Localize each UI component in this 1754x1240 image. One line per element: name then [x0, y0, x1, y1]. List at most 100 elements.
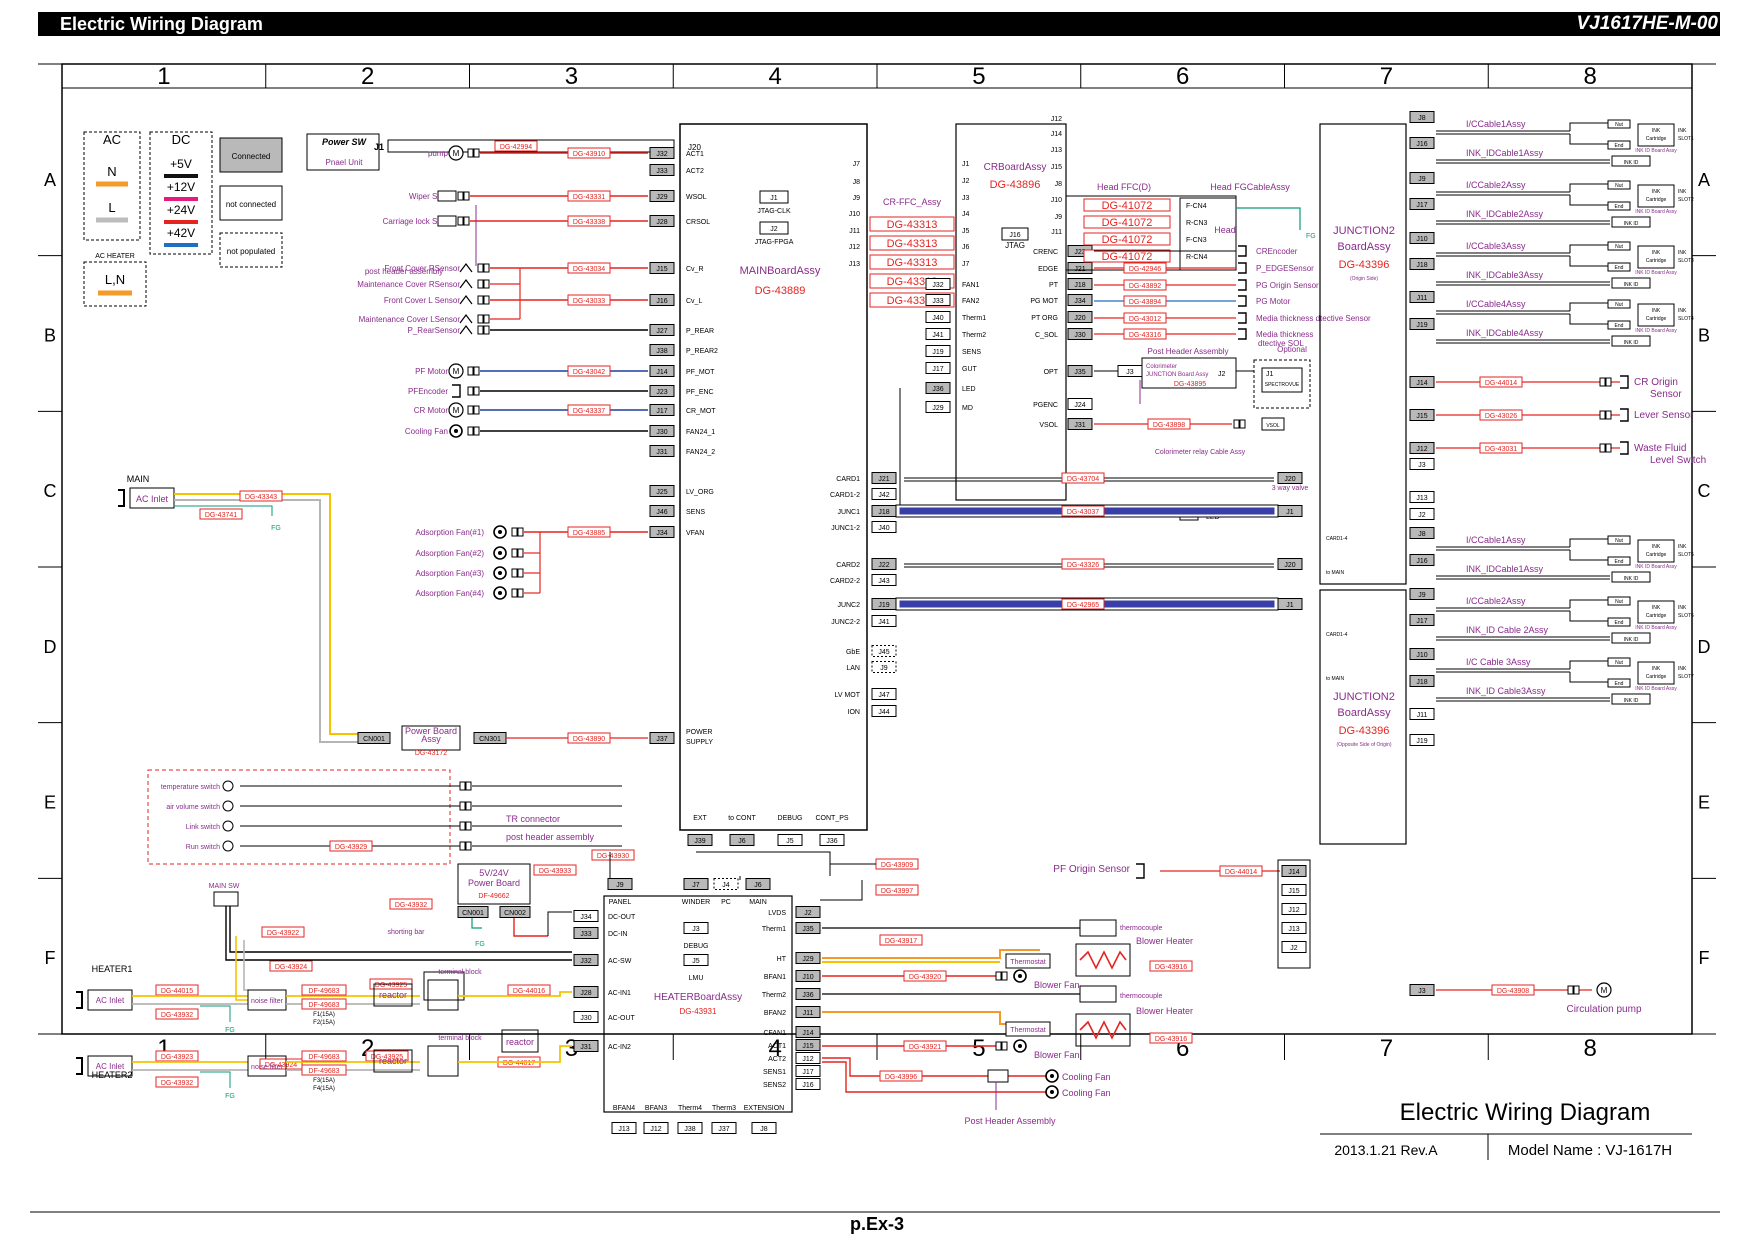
junction-target-connector-label: J1: [1286, 509, 1294, 516]
main-bottom-right-connector: [871, 521, 897, 533]
ink-id-box: [1611, 693, 1651, 705]
power-switch-box: [306, 133, 380, 171]
main-bottom-signal: EXT: [693, 815, 707, 822]
main-right-connector-label: J11: [849, 228, 860, 235]
ink-id-box-label: INK ID: [1624, 160, 1639, 166]
sensor-icon: [459, 263, 473, 273]
cr-ffc-cable-label: DG-43313: [887, 276, 938, 288]
winder-wire: [696, 851, 831, 876]
power-board2-name: 5V/24V: [479, 868, 509, 878]
device-plug: [517, 588, 524, 598]
switch-plug: [465, 821, 472, 831]
heater-top-connector-label: J9: [616, 882, 624, 889]
device-cable-tag: [567, 190, 611, 202]
cr-device-icon: [1238, 312, 1247, 324]
fan-hub: [498, 551, 502, 555]
device-cable-tag-label: DG-43885: [573, 530, 605, 537]
encoder-icon: [452, 384, 461, 398]
heater-right-connector: [795, 952, 821, 964]
switch-plug: [459, 821, 466, 831]
junction-target-connector: [1277, 505, 1303, 517]
heater-cable-tag: [155, 1050, 199, 1062]
junction-top-connector: [1409, 198, 1435, 210]
main-connector-label: J16: [656, 298, 667, 305]
main-connector: [649, 262, 675, 274]
heater-cable-tag-label: DG-43930: [597, 853, 629, 860]
cr-ffc-cable: [869, 235, 955, 251]
heater-right-connector: [795, 988, 821, 1000]
cr-right-connector-label: J18: [1074, 282, 1085, 289]
main-signal-label: FAN24_1: [686, 429, 715, 436]
main-bottom-right-connector-label: J47: [878, 692, 889, 699]
blower-fan-label: Blower Fan: [1034, 980, 1080, 990]
device-cable-tag-label: DG-43331: [573, 194, 605, 201]
head-ffc-cable: [1083, 215, 1171, 229]
main-bottom-right-signal: CARD1-2: [830, 492, 860, 499]
lvds-connector: [795, 906, 821, 918]
spectro-box: [1261, 367, 1303, 393]
switch-icon: [222, 840, 234, 852]
junction-top-card: CARD1-4: [1326, 536, 1348, 542]
main-bottom-right-signal: LAN: [846, 665, 860, 672]
junction-top-connector-label: J15: [1416, 413, 1427, 420]
ht-wire: [822, 949, 1040, 959]
device-plug: [477, 263, 484, 273]
cooling-fan-label: Cooling Fan: [1062, 1072, 1111, 1082]
device-label: PFEncoder: [408, 387, 448, 396]
cr-right-signal: VSOL: [1039, 422, 1058, 429]
main-connector: [649, 147, 675, 159]
cr-device-cable-tag-label: DG-43316: [1129, 332, 1161, 339]
row-label-right: B: [1698, 326, 1710, 346]
junction-top-connector: [1409, 258, 1435, 270]
heater-right-signal: ACT1: [768, 1043, 786, 1050]
switch-plug: [465, 781, 472, 791]
ink-id-label: INK_IDCable2Assy: [1466, 209, 1544, 219]
heater-label: HEATER2: [92, 1070, 133, 1080]
heater-bottom-connector-label: J38: [684, 1126, 695, 1133]
main-bottom-right-signal: JUNC1: [837, 509, 860, 516]
cfan1-cable-tag-label: DG-43921: [909, 1044, 941, 1051]
terminal-block: [427, 979, 459, 1011]
ink-end: [1607, 617, 1631, 627]
column-label-top: 4: [768, 63, 781, 90]
heater-inner-connector: [683, 954, 709, 966]
df-tag-label: DF-49683: [308, 1068, 339, 1075]
legend-not-connected-box: [219, 185, 283, 221]
main-bottom-connector-label: J5: [786, 838, 794, 845]
device-plug: [473, 366, 480, 376]
heater-top-signal: PANEL: [609, 899, 632, 906]
ink-end: [1607, 140, 1631, 150]
junction-top-connector-label: J12: [1416, 446, 1427, 453]
heater-cable-tag-label: DG-44016: [513, 988, 545, 995]
heater-bottom-connector-label: J37: [718, 1126, 729, 1133]
ink-nut-label: Nut: [1615, 244, 1623, 250]
cr-left-signal: Therm1: [962, 315, 986, 322]
ink-slot: SLOT5: [1678, 552, 1694, 558]
ink-cartridge: [1637, 661, 1675, 685]
cr-right-label: J15: [1051, 164, 1062, 171]
cr-left-connector: [925, 401, 951, 413]
cr-device-cable-tag: [1123, 262, 1167, 274]
power-board-main-connector: [649, 732, 675, 744]
junction-top-connector: [1409, 232, 1435, 244]
device-plug: [511, 527, 518, 537]
row-label-left: F: [45, 948, 56, 968]
junction-top-connector: [1409, 137, 1435, 149]
heater-bottom-connector: [711, 1122, 737, 1134]
blower-heater2-coil: [1079, 1020, 1127, 1040]
thermostat2-box: [1005, 1021, 1051, 1037]
ink-nut-label: Nut: [1615, 599, 1623, 605]
junction-bottom-connector: [1409, 675, 1435, 687]
main-board-name: MAINBoardAssy: [740, 265, 821, 277]
heater-cable-tag-label: DG-43932: [161, 1080, 193, 1087]
main-connector-label: J46: [656, 509, 667, 516]
junction-cable-tag: [1061, 472, 1105, 484]
ink-ic-wire: [1569, 550, 1608, 561]
heater-top-connector: [713, 878, 739, 890]
reactor-box: [373, 1049, 413, 1073]
row-label-right: D: [1698, 637, 1711, 657]
ink-slot: SLOT3: [1678, 258, 1694, 264]
heater-bottom-connector: [677, 1122, 703, 1134]
cr-ffc-cable-label: DG-43313: [887, 257, 938, 269]
ink-cartridge-label: INK: [1652, 250, 1661, 256]
